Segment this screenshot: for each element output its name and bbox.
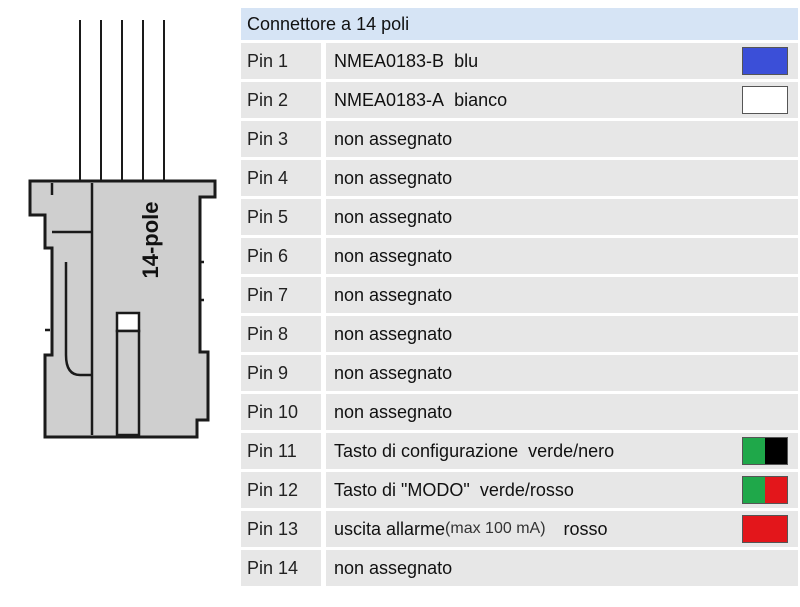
pin-number: Pin 11 bbox=[241, 433, 321, 469]
pin-description: NMEA0183-B blu bbox=[326, 43, 798, 79]
table-row: Pin 9 non assegnato bbox=[241, 355, 798, 391]
pin-number: Pin 14 bbox=[241, 550, 321, 586]
table-row: Pin 6 non assegnato bbox=[241, 238, 798, 274]
connector-wires bbox=[79, 20, 165, 183]
pin-description: non assegnato bbox=[326, 355, 798, 391]
signal-name: non assegnato bbox=[334, 284, 453, 305]
wire-color-swatch bbox=[742, 47, 788, 75]
pin-description: NMEA0183-A bianco bbox=[326, 82, 798, 118]
table-row: Pin 14 non assegnato bbox=[241, 550, 798, 586]
connector-details bbox=[45, 183, 204, 437]
signal-name: non assegnato bbox=[334, 206, 453, 227]
pin-description: Tasto di configurazione verde/nero bbox=[326, 433, 798, 469]
color-segment bbox=[743, 87, 787, 113]
table-row: Pin 4 non assegnato bbox=[241, 160, 798, 196]
signal-name: NMEA0183-B bbox=[334, 50, 445, 71]
signal-name: NMEA0183-A bbox=[334, 89, 445, 110]
signal-name: Tasto di configurazione bbox=[334, 440, 519, 461]
pin-description: non assegnato bbox=[326, 550, 798, 586]
pin-description: non assegnato bbox=[326, 277, 798, 313]
signal-name: non assegnato bbox=[334, 401, 453, 422]
wire-color-label: bianco bbox=[454, 89, 508, 110]
wire-color-label: rosso bbox=[563, 518, 608, 539]
table-row: Pin 8 non assegnato bbox=[241, 316, 798, 352]
color-segment bbox=[765, 438, 787, 464]
signal-name: uscita allarme bbox=[334, 518, 446, 539]
table-row: Pin 11 Tasto di configurazione verde/nero bbox=[241, 433, 798, 469]
pin-number: Pin 8 bbox=[241, 316, 321, 352]
color-segment bbox=[743, 516, 787, 542]
connector-body bbox=[28, 179, 217, 439]
wire-color-label: verde/nero bbox=[528, 440, 615, 461]
table-row: Pin 2 NMEA0183-A bianco bbox=[241, 82, 798, 118]
connector-label: 14-pole bbox=[138, 201, 163, 278]
pin-number: Pin 3 bbox=[241, 121, 321, 157]
pin-number: Pin 6 bbox=[241, 238, 321, 274]
pin-number: Pin 9 bbox=[241, 355, 321, 391]
color-segment bbox=[743, 438, 765, 464]
pin-number: Pin 1 bbox=[241, 43, 321, 79]
table-row: Pin 5 non assegnato bbox=[241, 199, 798, 235]
pin-description: non assegnato bbox=[326, 238, 798, 274]
wire-color-label: verde/rosso bbox=[479, 479, 574, 500]
pin-number: Pin 4 bbox=[241, 160, 321, 196]
pin-number: Pin 10 bbox=[241, 394, 321, 430]
pin-description: non assegnato bbox=[326, 121, 798, 157]
wire-color-label: blu bbox=[454, 50, 479, 71]
color-segment bbox=[743, 48, 787, 74]
color-segment bbox=[743, 477, 765, 503]
signal-name: non assegnato bbox=[334, 245, 453, 266]
pin-description: non assegnato bbox=[326, 199, 798, 235]
current-rating: (max 100 mA) bbox=[445, 520, 546, 537]
pin-description: non assegnato bbox=[326, 394, 798, 430]
pin-number: Pin 2 bbox=[241, 82, 321, 118]
color-segment bbox=[765, 477, 787, 503]
signal-name: non assegnato bbox=[334, 323, 453, 344]
table-row: Pin 13 uscita allarme(max 100 mA) rosso bbox=[241, 511, 798, 547]
signal-name: non assegnato bbox=[334, 557, 453, 578]
wire-color-swatch bbox=[742, 476, 788, 504]
connector-diagram: 14-pole bbox=[28, 20, 217, 439]
table-row: Pin 3 non assegnato bbox=[241, 121, 798, 157]
pin-description: uscita allarme(max 100 mA) rosso bbox=[326, 511, 798, 547]
table-row: Pin 1 NMEA0183-B blu bbox=[241, 43, 798, 79]
pin-number: Pin 12 bbox=[241, 472, 321, 508]
table-row: Pin 12 Tasto di "MODO" verde/rosso bbox=[241, 472, 798, 508]
pin-number: Pin 5 bbox=[241, 199, 321, 235]
signal-name: non assegnato bbox=[334, 362, 453, 383]
pin-number: Pin 13 bbox=[241, 511, 321, 547]
wire-color-swatch bbox=[742, 515, 788, 543]
pin-number: Pin 7 bbox=[241, 277, 321, 313]
signal-name: non assegnato bbox=[334, 128, 453, 149]
signal-name: non assegnato bbox=[334, 167, 453, 188]
table-row: Pin 10 non assegnato bbox=[241, 394, 798, 430]
wire-color-swatch bbox=[742, 86, 788, 114]
wire-color-swatch bbox=[742, 437, 788, 465]
table-title: Connettore a 14 poli bbox=[241, 8, 798, 40]
pin-description: Tasto di "MODO" verde/rosso bbox=[326, 472, 798, 508]
table-row: Pin 7 non assegnato bbox=[241, 277, 798, 313]
pin-description: non assegnato bbox=[326, 160, 798, 196]
signal-name: Tasto di "MODO" bbox=[334, 479, 470, 500]
pin-description: non assegnato bbox=[326, 316, 798, 352]
